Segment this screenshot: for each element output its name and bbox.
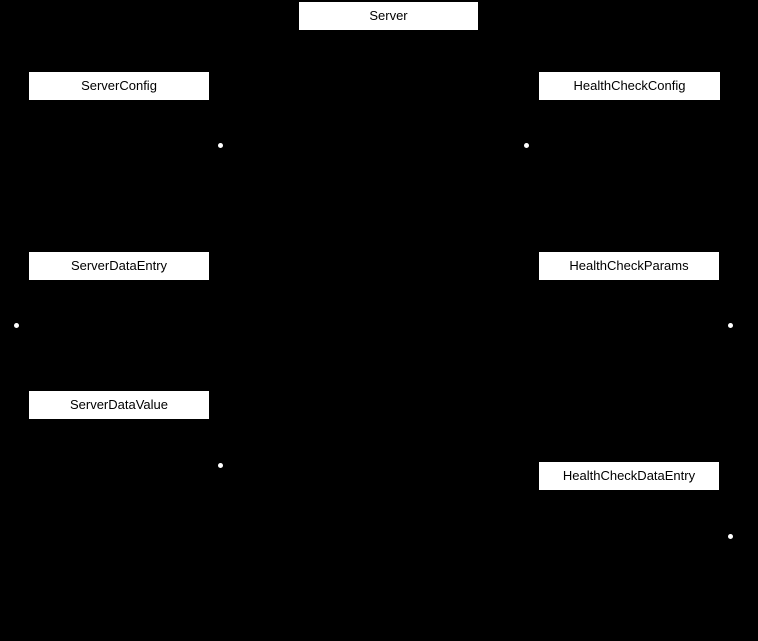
class-node-server-data-entry: ServerDataEntry bbox=[29, 252, 209, 280]
class-node-health-check-config: HealthCheckConfig bbox=[539, 72, 720, 100]
connector-endpoint-dot bbox=[217, 142, 223, 148]
connector-endpoint-dot bbox=[217, 462, 223, 468]
connector-endpoint-dot bbox=[13, 322, 19, 328]
class-node-health-check-data-entry: HealthCheckDataEntry bbox=[539, 462, 719, 490]
class-node-health-check-params: HealthCheckParams bbox=[539, 252, 719, 280]
class-node-server-data-value: ServerDataValue bbox=[29, 391, 209, 419]
connector-endpoint-dot bbox=[523, 142, 529, 148]
connector-endpoint-dot bbox=[727, 533, 733, 539]
connector-endpoint-dot bbox=[727, 322, 733, 328]
class-node-server: Server bbox=[299, 2, 478, 30]
class-node-server-config: ServerConfig bbox=[29, 72, 209, 100]
